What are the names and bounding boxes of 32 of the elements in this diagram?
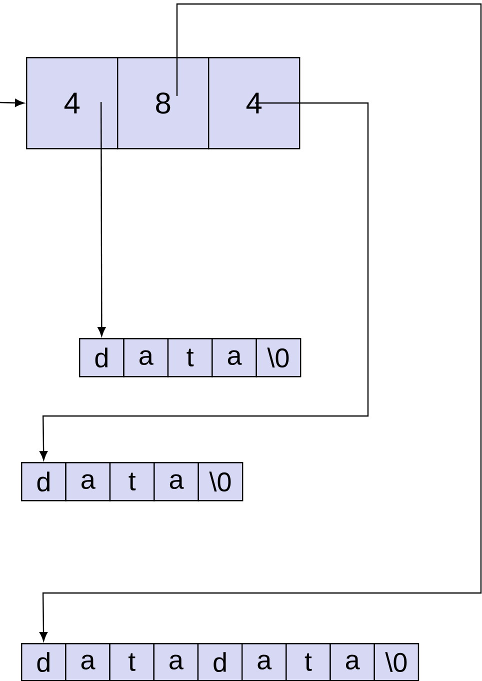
array-cell: a <box>65 643 110 681</box>
array-cell: a <box>212 338 257 378</box>
array-cell: a <box>65 462 111 502</box>
array-cell: d <box>21 643 66 681</box>
arrow <box>40 102 369 460</box>
array-cell: \0 <box>198 462 244 502</box>
array-cell: d <box>197 643 243 681</box>
array-cell: \0 <box>256 338 302 378</box>
array-cell: d <box>79 338 124 378</box>
record-cell: 4 <box>208 57 300 150</box>
node-label: a <box>81 654 96 670</box>
node-label: t <box>304 653 312 671</box>
arrow <box>98 102 106 336</box>
node-label: t <box>128 653 136 671</box>
record-cell: 8 <box>117 57 210 150</box>
array-cell: t <box>109 643 154 681</box>
array-cell: a <box>330 643 375 681</box>
arrow <box>40 3 482 642</box>
array-cell: a <box>153 643 199 681</box>
node-label: a <box>346 654 360 670</box>
record-cell: 4 <box>26 57 118 150</box>
node-label: a <box>258 654 272 670</box>
array-cell: a <box>242 643 287 681</box>
array-cell: d <box>21 462 66 502</box>
array-cell: t <box>109 462 155 502</box>
array-cell: a <box>123 338 169 378</box>
node-label: d <box>37 652 50 672</box>
array-cell: t <box>286 643 331 681</box>
arrow <box>0 98 24 107</box>
array-cell: a <box>154 462 199 502</box>
array-cell: t <box>167 338 213 378</box>
array-cell: \0 <box>374 643 420 681</box>
